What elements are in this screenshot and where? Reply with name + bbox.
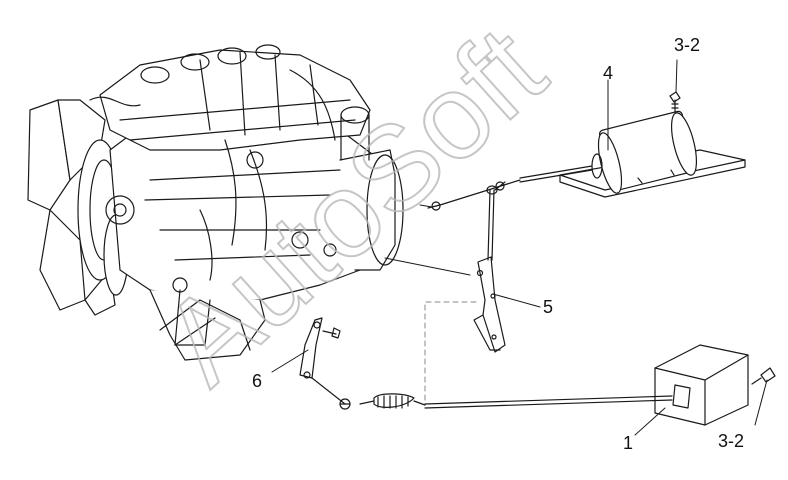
part-5-bracket [473,185,506,353]
callout-4: 4 [603,63,614,83]
leader-lines [271,59,768,436]
callout-5: 5 [543,297,554,317]
callout-3-2-top: 3-2 [674,35,701,55]
callout-3-2-bottom: 3-2 [718,431,745,451]
bolt-bottom [751,367,776,385]
part-6-lever [299,317,346,405]
engine [27,44,404,361]
linkage-rod [439,179,521,206]
dashed-guide [424,301,479,401]
cooling-fan [27,99,129,316]
callout-6: 6 [252,371,263,391]
throttle-cable [339,393,673,410]
part-1-box [654,344,749,426]
bolt-top [669,91,681,113]
callout-1: 1 [623,433,634,453]
part-4-actuator [519,110,746,198]
